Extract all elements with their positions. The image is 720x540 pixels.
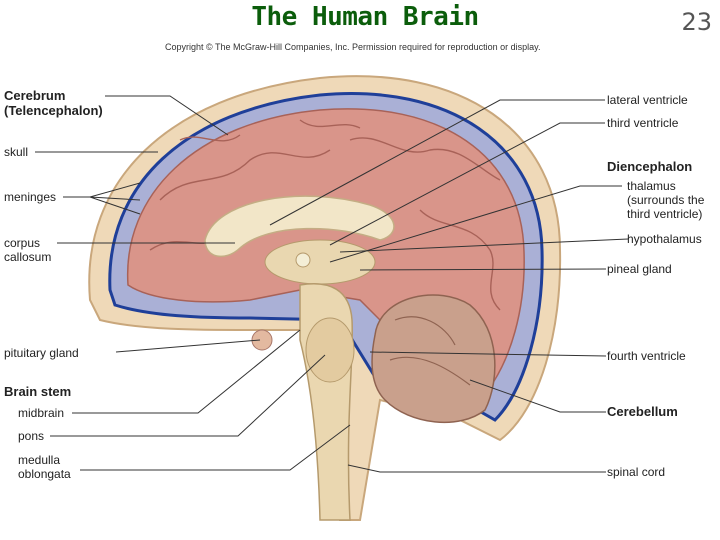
label-meninges: meninges — [4, 190, 57, 204]
label-fourth-ventricle: fourth ventricle — [607, 349, 686, 363]
copyright-notice: Copyright © The McGraw-Hill Companies, I… — [165, 42, 541, 52]
label-oblongata: oblongata — [18, 467, 71, 481]
label-cerebellum: Cerebellum — [607, 404, 678, 419]
label-thalamus: thalamus — [627, 179, 676, 193]
label-midbrain: midbrain — [18, 406, 65, 420]
label-third-ventricle: third ventricle — [607, 116, 679, 130]
label-hypothalamus: hypothalamus — [627, 232, 702, 246]
pons-shape — [305, 317, 355, 383]
page-title: The Human Brain — [251, 2, 479, 32]
label-callosum: callosum — [4, 250, 52, 264]
label-thalamus-note-2: third ventricle) — [627, 207, 703, 221]
third-ventricle-dot — [295, 252, 311, 268]
leader-lines — [35, 95, 629, 473]
label-pineal-gland: pineal gland — [607, 262, 672, 276]
label-pituitary-gland: pituitary gland — [4, 346, 79, 360]
label-medulla: medulla — [18, 453, 61, 467]
label-thalamus-note-1: (surrounds the — [627, 193, 705, 207]
label-corpus: corpus — [4, 236, 41, 250]
label-pons: pons — [18, 429, 45, 443]
label-skull: skull — [4, 145, 29, 159]
label-diencephalon: Diencephalon — [607, 159, 693, 174]
page-number: 23 — [681, 8, 712, 36]
corpus-callosum-shape — [204, 195, 395, 258]
label-spinal-cord: spinal cord — [607, 465, 666, 479]
label-brain-stem: Brain stem — [4, 384, 72, 399]
pituitary-shape — [251, 329, 273, 351]
thalamus-shape — [264, 239, 376, 285]
label-lateral-ventricle: lateral ventricle — [607, 93, 688, 107]
cerebellum-shape — [371, 294, 496, 423]
label-cerebrum: Cerebrum — [4, 88, 66, 103]
label-telencephalon: (Telencephalon) — [4, 103, 103, 118]
